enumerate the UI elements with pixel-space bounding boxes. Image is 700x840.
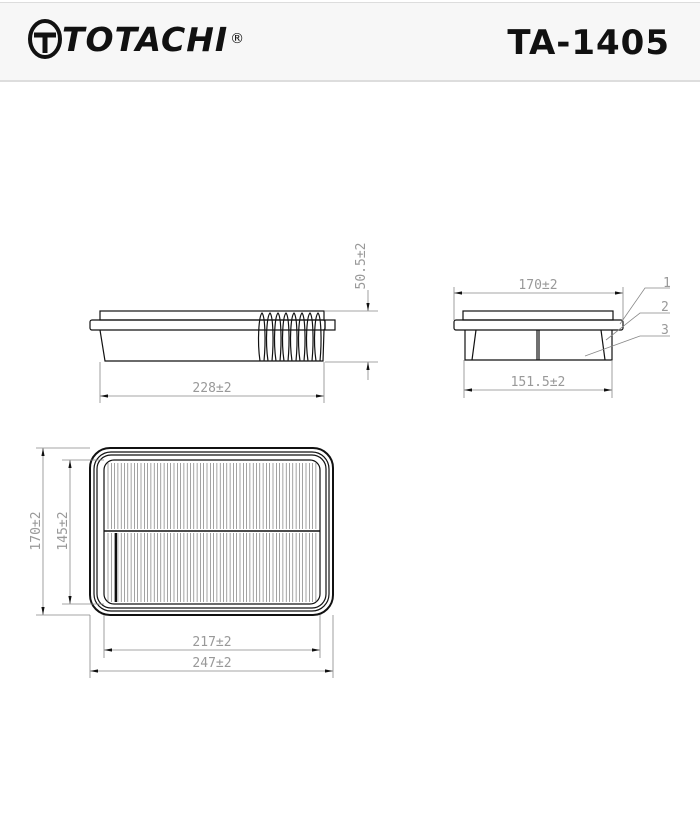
totachi-emblem-icon <box>28 19 62 59</box>
side-view <box>89 310 336 362</box>
pleat-coil <box>297 312 306 362</box>
side-length-dim: 228±2 <box>192 381 231 396</box>
top-view <box>89 447 334 616</box>
registered-mark: ® <box>230 31 245 47</box>
top-outer-width-dim: 247±2 <box>192 656 231 671</box>
header-bar: TOTACHI ® TA-1405 <box>0 2 700 82</box>
pleat-coil <box>265 312 274 362</box>
brand-name: TOTACHI <box>62 19 229 59</box>
end-view <box>453 310 624 361</box>
pleat-coil <box>281 312 290 362</box>
dimension-lines <box>36 287 670 678</box>
pleat-coil <box>289 312 298 362</box>
top-inner-height-dim: 145±2 <box>56 511 71 550</box>
end-top-dim: 170±2 <box>518 278 557 293</box>
pleat-coil <box>313 312 322 362</box>
top-outer-height-dim: 170±2 <box>29 511 44 550</box>
callout-3: 3 <box>661 323 669 338</box>
end-bottom-dim: 151.5±2 <box>511 375 566 390</box>
side-height-dim: 50.5±2 <box>354 243 369 290</box>
top-inner-width-dim: 217±2 <box>192 635 231 650</box>
pleat-coil <box>257 312 266 362</box>
pleat-coil <box>305 312 314 362</box>
brand-logo: TOTACHI ® <box>28 19 244 59</box>
pleat-coil <box>273 312 282 362</box>
callout-2: 2 <box>661 300 669 315</box>
callout-1: 1 <box>663 276 671 291</box>
part-number: TA-1405 <box>507 23 670 63</box>
